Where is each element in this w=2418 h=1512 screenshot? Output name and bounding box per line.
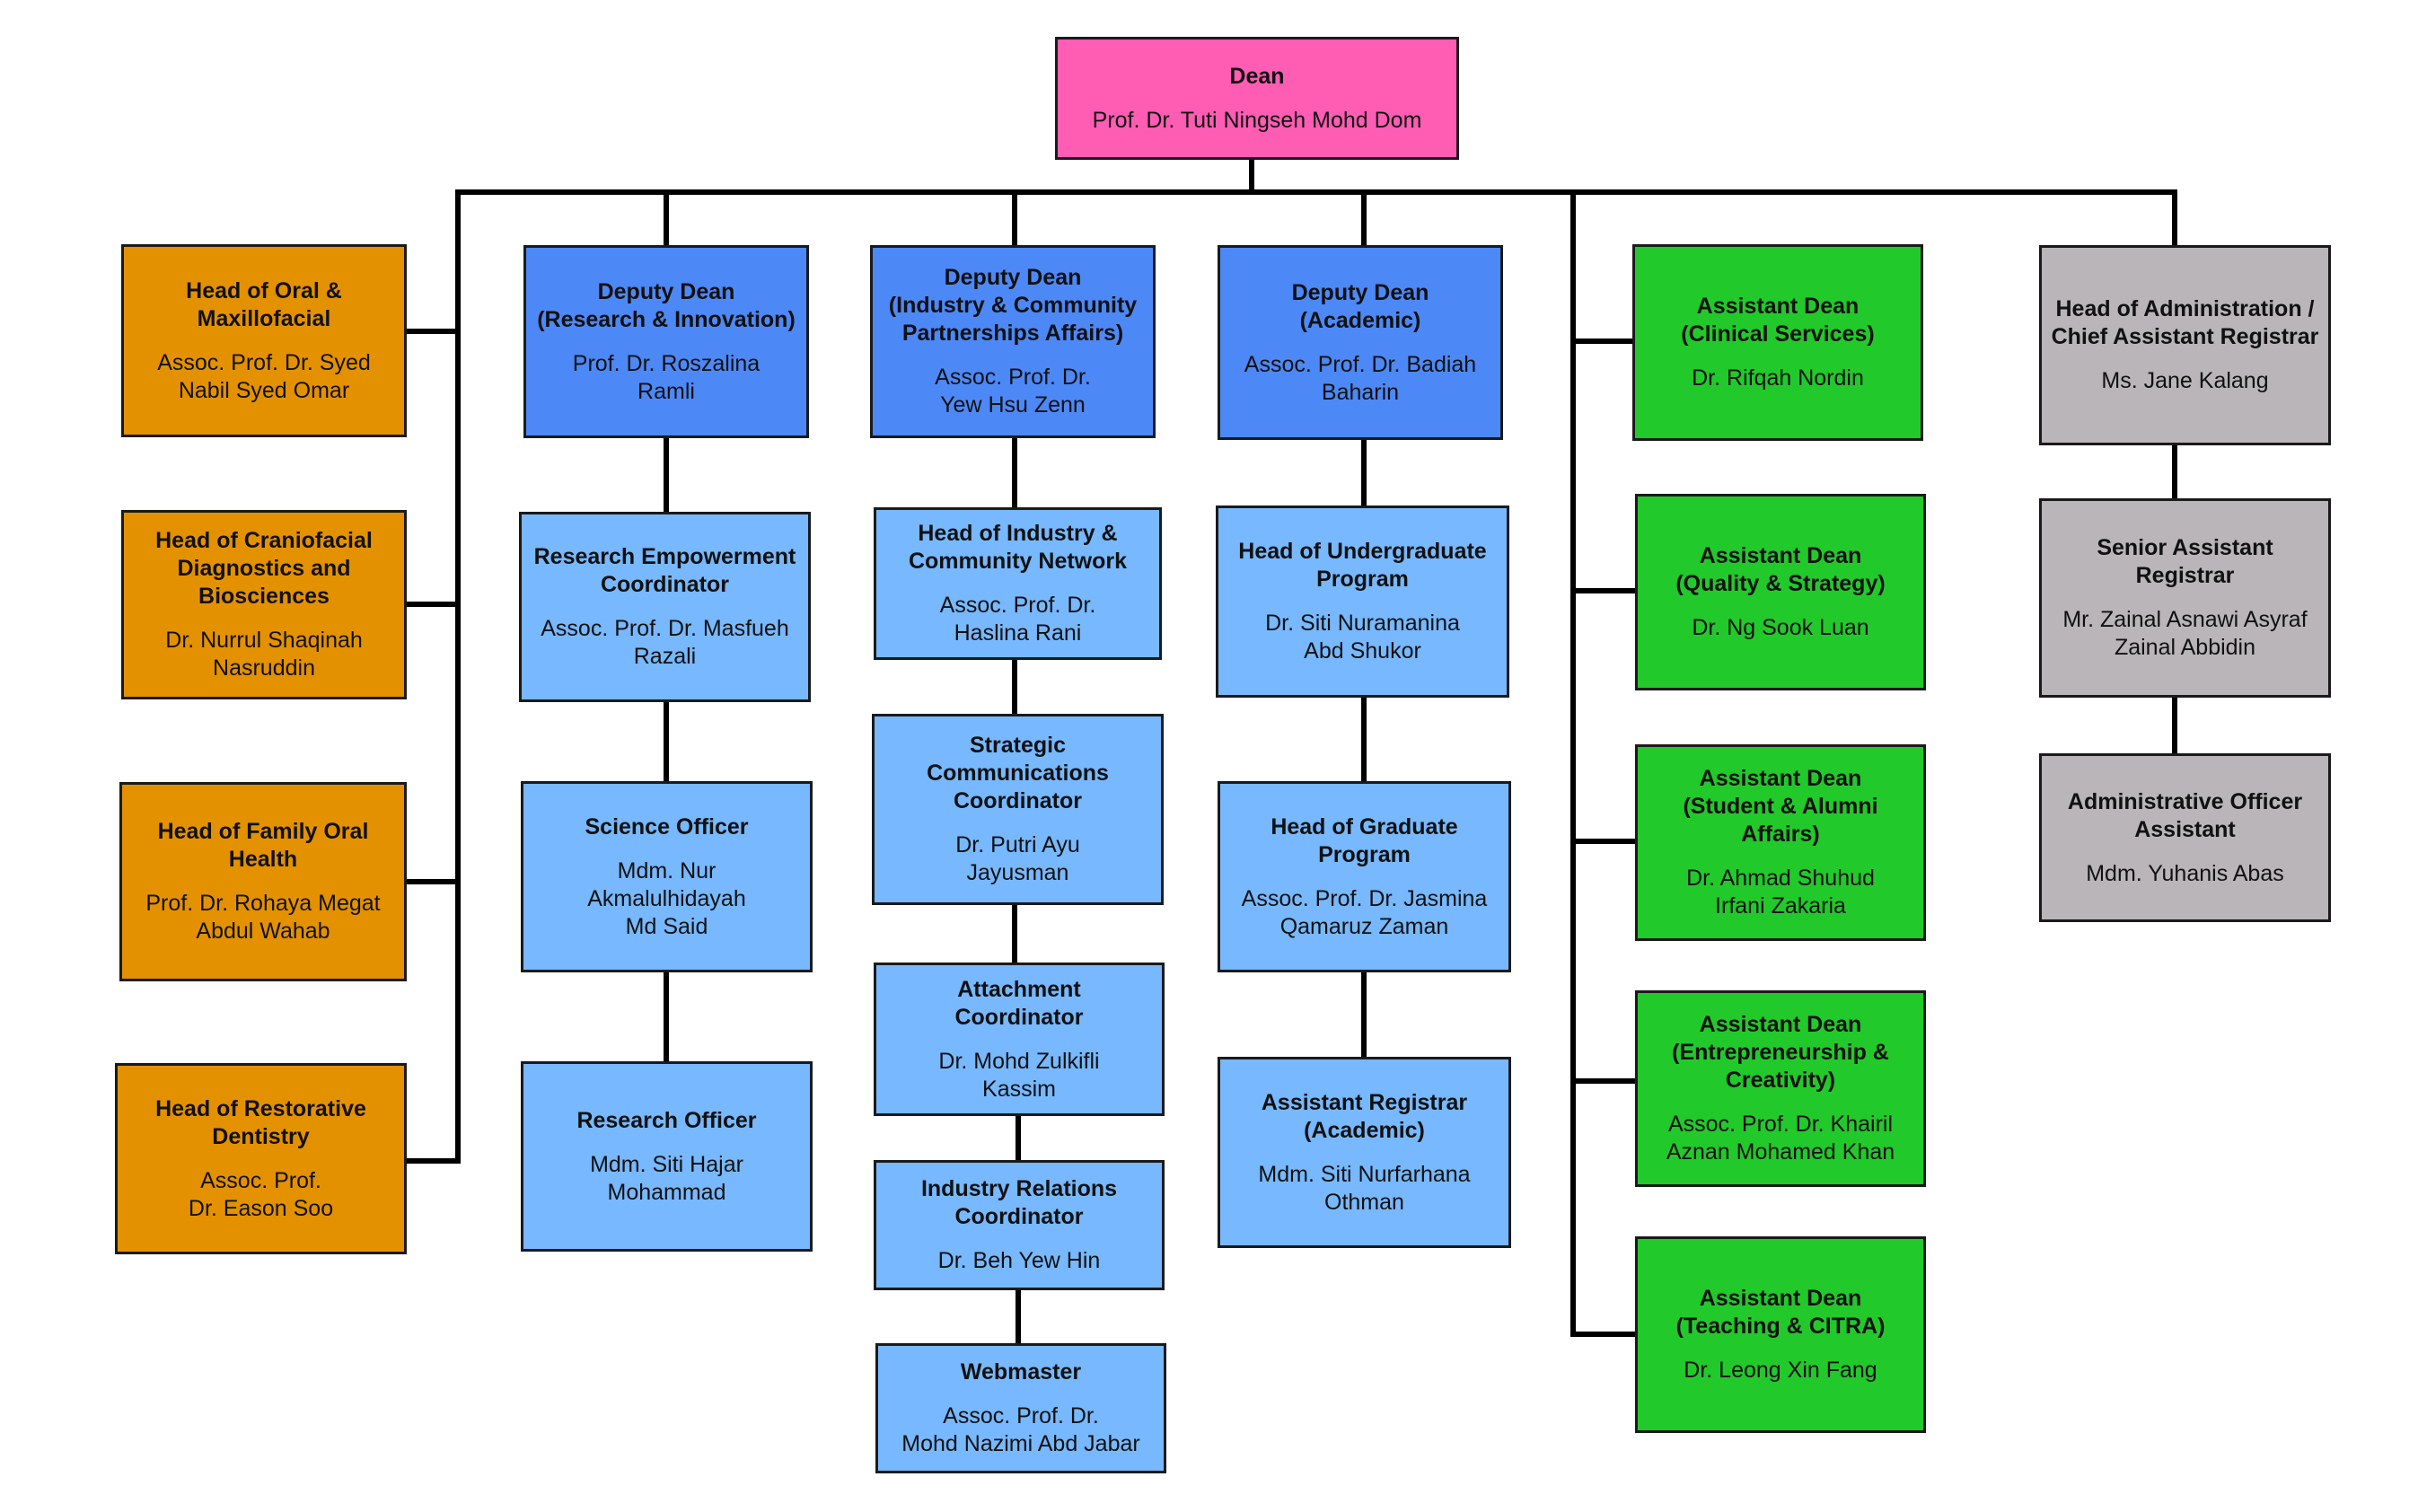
research-empowerment-coordinator-box: Research Empowerment Coordinator Assoc. … [519,512,811,702]
head-family-oral-health-box: Head of Family Oral Health Prof. Dr. Roh… [119,782,407,981]
assistant-dean-teaching-citra-box: Assistant Dean (Teaching & CITRA) Dr. Le… [1635,1236,1926,1433]
box-title: Head of Undergraduate Program [1238,539,1487,592]
box-title: Head of Industry & Community Network [908,521,1128,574]
box-person: Assoc. Prof. Dr. Syed Nabil Syed Omar [157,349,371,403]
head-industry-community-network-box: Head of Industry & Community Network Ass… [874,507,1162,660]
box-title: Head of Restorative Dentistry [155,1095,366,1149]
box-person: Assoc. Prof. Dr. Badiah Baharin [1244,351,1477,405]
box-person: Dr. Ahmad Shuhud Irfani Zakaria [1686,866,1875,919]
deputy-dean-academic-box: Deputy Dean (Academic) Assoc. Prof. Dr. … [1218,245,1503,440]
head-graduate-program-box: Head of Graduate Program Assoc. Prof. Dr… [1218,781,1511,972]
box-title: Strategic Communications Coordinator [927,733,1109,813]
box-person: Dr. Beh Yew Hin [937,1248,1101,1273]
box-title: Senior Assistant Registrar [2097,535,2273,588]
box-title: Head of Oral & Maxillofacial [186,277,342,331]
box-person: Dr. Mohd Zulkifli Kassim [938,1048,1100,1102]
head-restorative-dentistry-box: Head of Restorative Dentistry Assoc. Pro… [115,1063,407,1254]
box-person: Dr. Ng Sook Luan [1692,615,1869,640]
head-undergraduate-program-box: Head of Undergraduate Program Dr. Siti N… [1216,505,1509,698]
box-title: Head of Administration / Chief Assistant… [2051,296,2319,349]
assistant-dean-quality-strategy-box: Assistant Dean (Quality & Strategy) Dr. … [1635,494,1926,690]
box-title: Attachment Coordinator [954,976,1084,1030]
box-title: Assistant Dean (Entrepreneurship & Creat… [1672,1012,1889,1093]
box-person: Assoc. Prof. Dr. Khairil Aznan Mohamed K… [1666,1112,1895,1165]
head-oral-maxillofacial-box: Head of Oral & Maxillofacial Assoc. Prof… [121,244,407,437]
box-person: Mdm. Yuhanis Abas [2086,860,2284,886]
box-title: Assistant Dean (Clinical Services) [1681,294,1875,347]
dean-title: Dean [1229,63,1285,89]
dean-name: Prof. Dr. Tuti Ningseh Mohd Dom [1092,107,1422,133]
box-person: Prof. Dr. Roszalina Ramli [572,350,761,404]
box-person: Dr. Rifqah Nordin [1692,365,1864,391]
box-person: Dr. Leong Xin Fang [1684,1358,1877,1383]
administrative-officer-assistant-box: Administrative Officer Assistant Mdm. Yu… [2039,753,2331,922]
head-craniofacial-box: Head of Craniofacial Diagnostics and Bio… [121,510,407,699]
box-title: Deputy Dean (Industry & Community Partne… [888,265,1138,346]
deputy-dean-industry-box: Deputy Dean (Industry & Community Partne… [870,245,1156,438]
box-title: Administrative Officer Assistant [2067,788,2303,842]
box-title: Assistant Dean (Quality & Strategy) [1675,543,1886,596]
box-person: Assoc. Prof. Dr. Haslina Rani [939,593,1096,646]
deputy-dean-research-box: Deputy Dean (Research & Innovation) Prof… [523,245,809,438]
box-person: Assoc. Prof. Dr. Mohd Nazimi Abd Jabar [901,1403,1140,1456]
box-title: Research Officer [576,1107,757,1133]
box-title: Science Officer [585,813,749,840]
head-administration-box: Head of Administration / Chief Assistant… [2039,245,2331,445]
box-person: Ms. Jane Kalang [2101,368,2269,393]
box-title: Deputy Dean (Academic) [1291,279,1429,333]
box-person: Dr. Nurrul Shaqinah Nasruddin [165,628,363,681]
industry-relations-coordinator-box: Industry Relations Coordinator Dr. Beh Y… [874,1160,1165,1290]
box-title: Assistant Dean (Teaching & CITRA) [1675,1286,1886,1339]
assistant-registrar-academic-box: Assistant Registrar (Academic) Mdm. Siti… [1218,1057,1511,1248]
box-person: Assoc. Prof. Dr. Yew Hsu Zenn [935,365,1091,418]
assistant-dean-student-alumni-box: Assistant Dean (Student & Alumni Affairs… [1635,744,1926,941]
box-person: Mdm. Siti Hajar Mohammad [590,1151,743,1205]
box-person: Dr. Siti Nuramanina Abd Shukor [1265,611,1460,664]
box-title: Assistant Registrar (Academic) [1261,1089,1468,1143]
attachment-coordinator-box: Attachment Coordinator Dr. Mohd Zulkifli… [874,963,1165,1116]
box-title: Webmaster [960,1359,1082,1385]
box-title: Head of Family Oral Health [157,819,369,872]
box-title: Assistant Dean (Student & Alumni Affairs… [1683,766,1878,847]
box-person: Prof. Dr. Rohaya Megat Abdul Wahab [145,891,381,944]
box-title: Research Empowerment Coordinator [533,544,796,597]
research-officer-box: Research Officer Mdm. Siti Hajar Mohamma… [521,1061,813,1252]
webmaster-box: Webmaster Assoc. Prof. Dr. Mohd Nazimi A… [875,1343,1166,1473]
box-title: Deputy Dean (Research & Innovation) [537,278,796,332]
box-title: Industry Relations Coordinator [920,1176,1118,1229]
box-person: Mr. Zainal Asnawi Asyraf Zainal Abbidin [2062,607,2308,660]
box-title: Head of Graduate Program [1271,813,1458,867]
box-person: Assoc. Prof. Dr. Jasmina Qamaruz Zaman [1241,885,1488,939]
box-person: Assoc. Prof. Dr. Eason Soo [188,1167,334,1221]
box-person: Mdm. Nur Akmalulhidayah Md Said [587,857,746,939]
box-person: Mdm. Siti Nurfarhana Othman [1258,1161,1471,1215]
assistant-dean-clinical-services-box: Assistant Dean (Clinical Services) Dr. R… [1632,244,1923,441]
assistant-dean-entrepreneurship-box: Assistant Dean (Entrepreneurship & Creat… [1635,990,1926,1187]
box-title: Head of Craniofacial Diagnostics and Bio… [155,528,373,609]
box-person: Assoc. Prof. Dr. Masfueh Razali [541,616,789,669]
science-officer-box: Science Officer Mdm. Nur Akmalulhidayah … [521,781,813,972]
box-person: Dr. Putri Ayu Jayusman [955,832,1080,885]
dean-box: Dean Prof. Dr. Tuti Ningseh Mohd Dom [1055,37,1459,160]
senior-assistant-registrar-box: Senior Assistant Registrar Mr. Zainal As… [2039,498,2331,698]
strategic-communications-coordinator-box: Strategic Communications Coordinator Dr.… [872,714,1164,905]
